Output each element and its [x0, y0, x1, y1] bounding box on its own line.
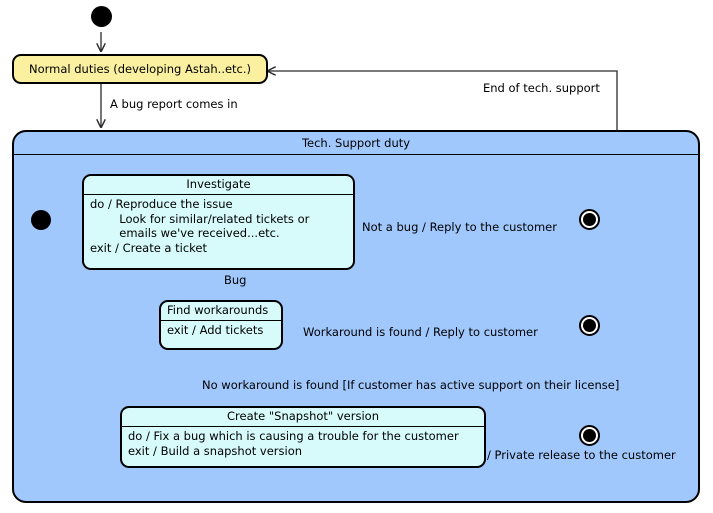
composite-state-title: Tech. Support duty	[14, 132, 698, 155]
state-investigate[interactable]: Investigate do / Reproduce the issue Loo…	[82, 174, 355, 270]
state-find-workarounds-title: Find workarounds	[161, 302, 281, 321]
state-create-snapshot-version-body: do / Fix a bug which is causing a troubl…	[128, 429, 459, 458]
transition-label-private-release: / Private release to the customer	[487, 448, 676, 462]
edge-tech-support-to-normal-duties	[268, 71, 618, 131]
transition-label-end-of-tech-support: End of tech. support	[483, 81, 600, 95]
state-create-snapshot-version[interactable]: Create "Snapshot" version do / Fix a bug…	[120, 406, 486, 468]
final-state-not-a-bug	[579, 209, 600, 230]
initial-state-icon	[91, 6, 112, 27]
state-find-workarounds[interactable]: Find workarounds exit / Add tickets	[159, 300, 283, 350]
final-state-core	[583, 429, 596, 442]
state-investigate-title: Investigate	[84, 176, 353, 195]
transition-label-not-a-bug: Not a bug / Reply to the customer	[362, 220, 557, 234]
final-state-private-release	[579, 425, 600, 446]
inner-initial-state-icon	[31, 210, 51, 230]
state-normal-duties-label: Normal duties (developing Astah..etc.)	[28, 62, 252, 76]
transition-label-bug: Bug	[224, 273, 247, 287]
composite-state-tech-support-duty[interactable]: Tech. Support duty Investigate do / Repr…	[12, 130, 700, 503]
state-find-workarounds-body: exit / Add tickets	[167, 323, 264, 337]
final-state-workaround-found	[579, 315, 600, 336]
state-normal-duties[interactable]: Normal duties (developing Astah..etc.)	[12, 54, 268, 84]
transition-label-a-bug-report-comes-in: A bug report comes in	[110, 97, 238, 111]
final-state-core	[583, 319, 596, 332]
state-create-snapshot-version-title: Create "Snapshot" version	[122, 408, 484, 427]
final-state-core	[583, 213, 596, 226]
transition-label-workaround-is-found: Workaround is found / Reply to customer	[303, 325, 538, 339]
state-investigate-body: do / Reproduce the issue Look for simila…	[90, 197, 310, 255]
transition-label-no-workaround-is-found: No workaround is found [If customer has …	[202, 378, 620, 392]
